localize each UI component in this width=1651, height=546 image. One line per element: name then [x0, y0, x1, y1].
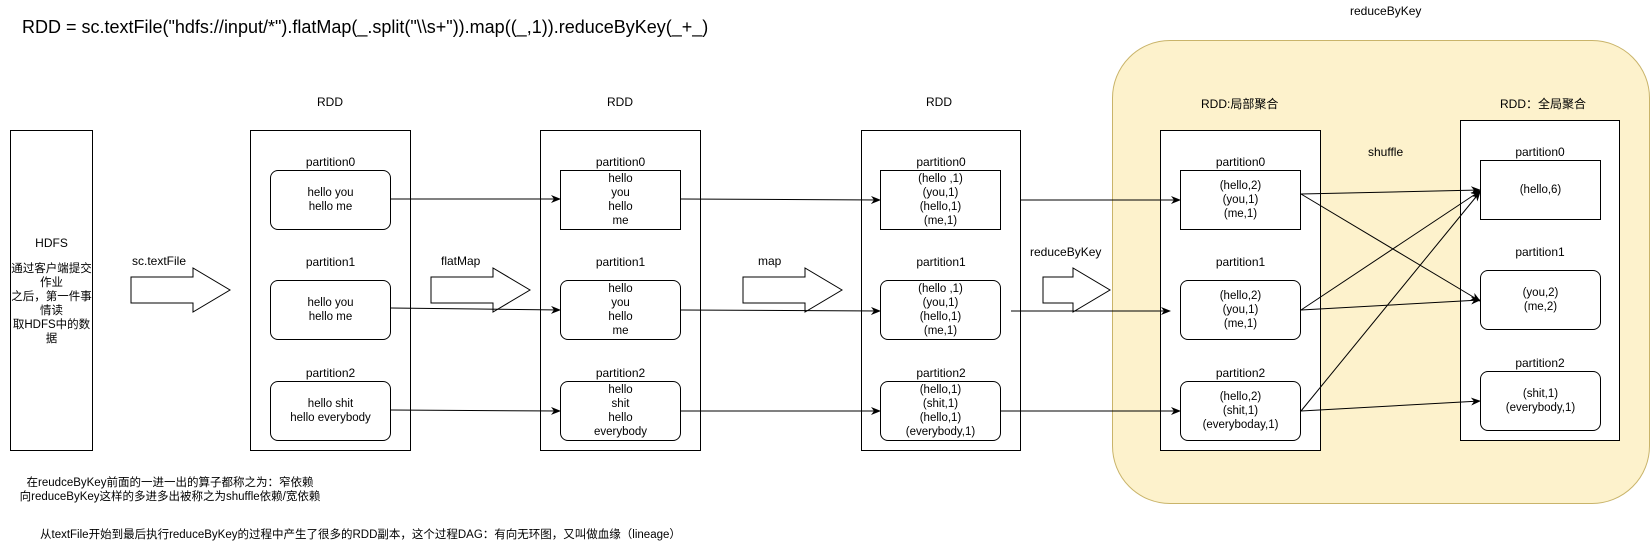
partition-cell: (hello ,1) (you,1) (hello,1) (me,1): [880, 280, 1001, 340]
partition-title: partition2: [1515, 356, 1565, 370]
partition-title: partition1: [916, 255, 966, 269]
partition-title: partition1: [1515, 245, 1565, 259]
hdfs-box: HDFS 通过客户端提交作业 之后，第一件事情读 取HDFS中的数据: [10, 130, 93, 451]
reduce-group-label: reduceByKey: [1350, 4, 1422, 18]
partition-cell: (hello ,1) (you,1) (hello,1) (me,1): [880, 170, 1001, 230]
rdd-label: RDD: [317, 95, 343, 109]
shuffle-arrow: [1300, 397, 1481, 412]
partition-cell: hello you hello me: [560, 280, 681, 340]
partition-title: partition0: [1215, 155, 1266, 169]
op-map-label: map: [758, 254, 782, 268]
op-textfile-label: sc.textFile: [132, 254, 187, 268]
shuffle-arrow: [1300, 296, 1481, 311]
partition-cell: (hello,6): [1480, 160, 1601, 220]
partition-cell: hello you hello me: [560, 170, 681, 230]
hdfs-title: HDFS: [35, 235, 68, 250]
partition-title: partition1: [305, 255, 356, 269]
dag-note: 从textFile开始到最后执行reduceByKey的过程中产生了很多的RDD…: [40, 529, 681, 541]
shuffle-arrow: [1300, 193, 1481, 302]
partition-title: partition2: [916, 366, 966, 380]
partition-title: partition0: [595, 155, 646, 169]
rdd-label: RDD: [926, 95, 952, 109]
rdd-label: RDD: [607, 95, 633, 109]
partition-title: partition1: [1215, 255, 1266, 269]
partition-title: partition2: [1215, 366, 1266, 380]
partition-title: partition0: [305, 155, 356, 169]
partition-title: partition0: [1515, 145, 1565, 159]
partition-title: partition2: [595, 366, 646, 380]
map-block-arrow: [742, 267, 843, 313]
reducebykey-block-arrow: [1042, 267, 1111, 313]
op-shuffle-label: shuffle: [1368, 145, 1404, 159]
rdd-label: RDD：全局聚合: [1500, 97, 1586, 111]
shuffle-arrow: [1300, 191, 1481, 412]
shuffle-arrow: [1300, 190, 1481, 311]
partition-cell: (hello,2) (you,1) (me,1): [1180, 280, 1301, 340]
partition-cell: (you,2) (me,2): [1480, 270, 1601, 330]
partition-cell: hello you hello me: [270, 280, 391, 340]
partition-cell: hello you hello me: [270, 170, 391, 230]
partition-title: partition0: [916, 155, 966, 169]
narrow-dependency-arrow: [680, 306, 881, 315]
textfile-block-arrow: [130, 267, 231, 313]
code-title: RDD = sc.textFile("hdfs://input/*").flat…: [22, 17, 709, 37]
narrow-dependency-arrow: [390, 305, 561, 314]
flatmap-block-arrow: [430, 267, 531, 313]
dependency-note: 在reudceByKey前面的一进一出的算子都称之为：窄依赖 向reduceBy…: [19, 477, 321, 503]
partition-title: partition2: [305, 366, 356, 380]
partition-cell: hello shit hello everybody: [560, 381, 681, 441]
rdd-label: RDD:局部聚合: [1201, 97, 1279, 111]
partition-cell: hello shit hello everybody: [270, 381, 391, 441]
hdfs-desc: 通过客户端提交作业 之后，第一件事情读 取HDFS中的数据: [11, 262, 92, 345]
partition-cell: (hello,2) (you,1) (me,1): [1180, 170, 1301, 230]
op-reducebykey-label: reduceByKey: [1030, 245, 1102, 259]
partition-title: partition1: [595, 255, 646, 269]
narrow-dependency-arrow: [680, 195, 881, 204]
op-flatmap-label: flatMap: [441, 254, 481, 268]
narrow-dependency-arrow: [390, 406, 561, 415]
partition-cell: (hello,1) (shit,1) (hello,1) (everybody,…: [880, 381, 1001, 441]
shuffle-arrow: [1300, 186, 1481, 195]
